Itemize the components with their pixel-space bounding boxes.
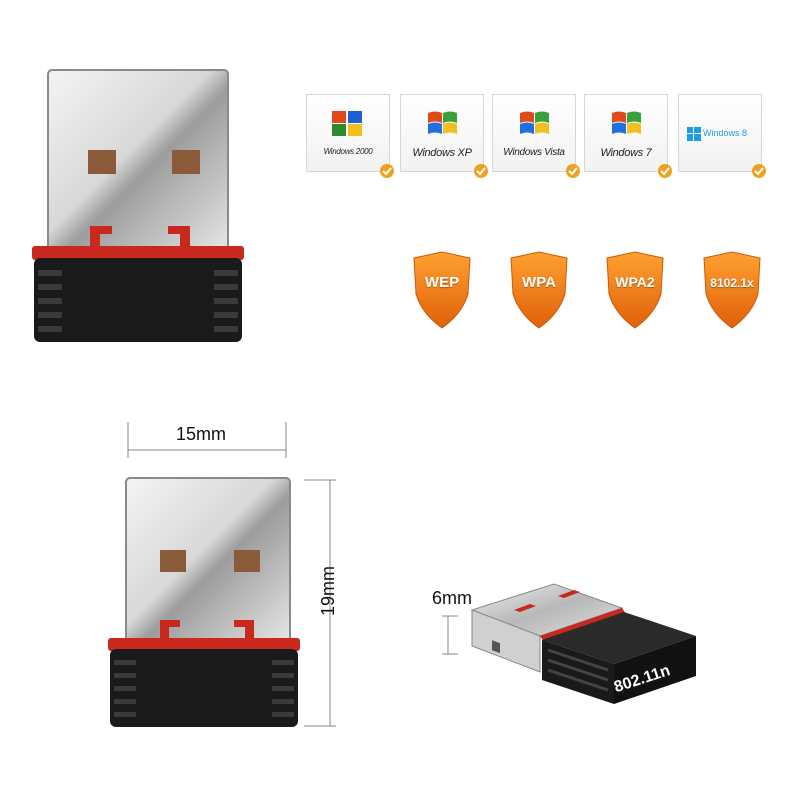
usb-adapter-front-view-top [32, 69, 244, 342]
windows-vista-icon [520, 111, 549, 134]
os-box-windows-xp: Windows XP [400, 94, 488, 178]
shield-icon [703, 251, 761, 329]
shield-label: WEP [424, 274, 460, 291]
shield-icon [413, 251, 471, 329]
os-label: Windows 2000 [323, 147, 373, 156]
security-shield-wpa: WPA [507, 250, 571, 330]
security-shield-wpa2: WPA2 [603, 250, 667, 330]
width-label: 15mm [176, 424, 227, 444]
shield-label: 8102.1x [710, 276, 754, 290]
os-box-windows-2000: Windows 2000 [306, 94, 394, 178]
windows-xp-icon [428, 111, 457, 134]
shield-label: WPA2 [615, 274, 655, 290]
usb-adapter-perspective-view [470, 583, 696, 704]
thickness-label: 6mm [432, 588, 472, 608]
check-icon [474, 164, 488, 178]
windows-2000-icon [332, 111, 362, 136]
windows-7-icon [612, 111, 641, 134]
security-shield-wep: WEP [410, 250, 474, 330]
height-dimension-line [304, 479, 336, 727]
height-label: 19mm [318, 565, 338, 616]
check-icon [752, 164, 766, 178]
os-box-windows-8: Windows 8 [678, 94, 766, 178]
os-label: Windows 8 [703, 128, 748, 138]
width-dimension-line [127, 422, 287, 458]
check-icon [658, 164, 672, 178]
os-label: Windows 7 [600, 147, 652, 159]
os-box-windows-vista: Windows Vista [492, 94, 580, 178]
shield-icon [606, 251, 664, 329]
windows-8-icon [687, 127, 701, 141]
os-label: Windows XP [412, 147, 472, 159]
shield-icon [510, 251, 568, 329]
shield-label: WPA [522, 274, 556, 291]
check-icon [566, 164, 580, 178]
usb-adapter-front-view-bottom [108, 477, 300, 727]
os-box-windows-7: Windows 7 [584, 94, 672, 178]
check-icon [380, 164, 394, 178]
os-label: Windows Vista [503, 147, 565, 158]
thickness-dimension-line [442, 615, 458, 655]
security-shield-8021x: 8102.1x [700, 250, 764, 330]
